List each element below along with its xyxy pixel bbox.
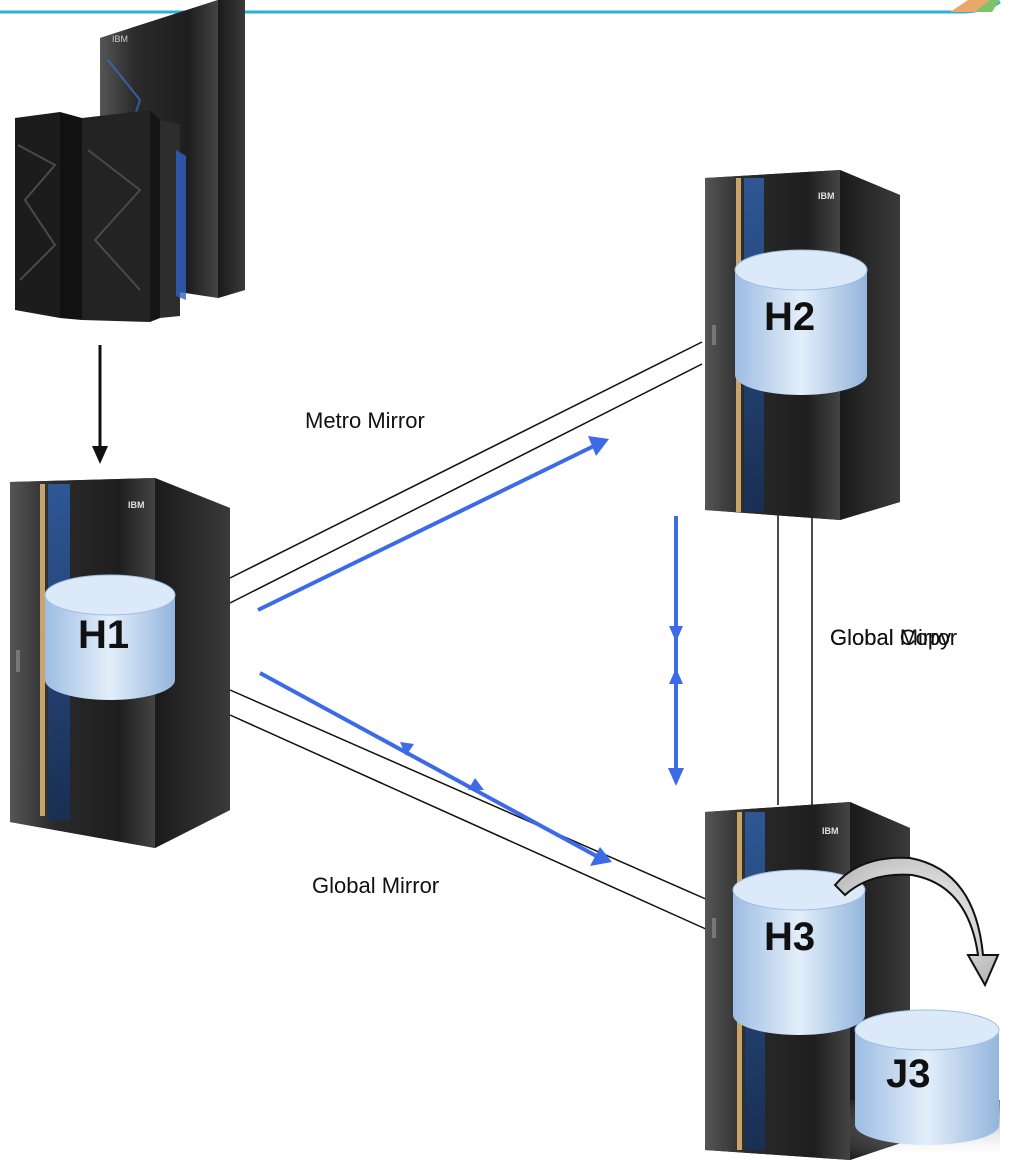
- h2-volume-label: H2: [764, 295, 815, 339]
- volume-cylinder-icon: [734, 249, 868, 395]
- svg-text:IBM: IBM: [112, 34, 128, 44]
- replication-arrows: [257, 436, 684, 866]
- host-to-h1-arrow: [92, 345, 108, 464]
- header-bar: [0, 0, 1001, 14]
- link-lines: [229, 341, 813, 931]
- svg-text:IBM: IBM: [822, 826, 839, 836]
- volume-cylinder-icon: [732, 869, 866, 1035]
- svg-text:IBM: IBM: [128, 500, 145, 510]
- global-mirror-label: Global Mirror: [312, 873, 439, 898]
- global-copy-label-a: Global Mirror: [830, 625, 957, 650]
- volume-cylinder-icon: [854, 1009, 1000, 1145]
- svg-text:IBM: IBM: [818, 191, 835, 201]
- volume-cylinder-icon: [44, 574, 176, 700]
- h1-volume-label: H1: [78, 613, 129, 657]
- global-copy-label-b: Global Copy: [830, 625, 951, 650]
- j3-volume-label: J3: [886, 1052, 931, 1096]
- curved-arrow-icon: [833, 856, 1000, 988]
- metro-mirror-label: Metro Mirror: [305, 408, 425, 433]
- mainframe-server-icon: IBM: [15, 0, 245, 322]
- h3-volume-label: H3: [764, 915, 815, 959]
